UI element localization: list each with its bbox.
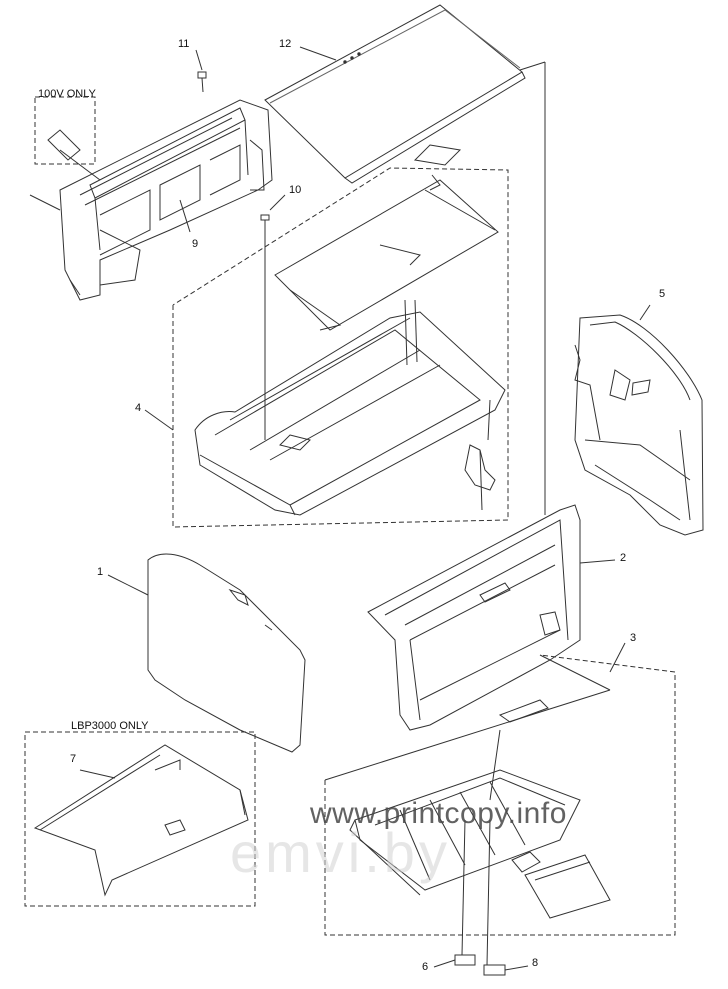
part-7-output-tray xyxy=(33,744,249,897)
watermark-primary: www.printcopy.info xyxy=(310,797,567,830)
part-1-front-cover xyxy=(107,553,306,753)
part-5-side-cover xyxy=(574,304,704,536)
note-box-100v xyxy=(29,96,101,211)
part-9-rear-frame xyxy=(59,99,273,301)
label-part-7: 7 xyxy=(70,753,77,765)
part-12-top-cover xyxy=(264,4,526,184)
part-2-front-frame xyxy=(367,504,616,731)
part-11-screw xyxy=(195,49,207,93)
label-part-11: 11 xyxy=(178,38,190,50)
note-box-lbp3000 xyxy=(24,731,256,907)
part-4-upper-assembly xyxy=(172,144,509,528)
label-part-12: 12 xyxy=(279,38,292,50)
label-part-9: 9 xyxy=(192,238,199,250)
label-part-1: 1 xyxy=(97,566,104,578)
label-part-5: 5 xyxy=(659,288,666,300)
label-part-2: 2 xyxy=(620,552,627,564)
leader-4 xyxy=(144,409,174,431)
note-lbp3000-only: LBP3000 ONLY xyxy=(71,720,149,732)
label-part-10: 10 xyxy=(289,184,302,196)
watermark-secondary: emvi.by xyxy=(230,821,451,884)
label-part-3: 3 xyxy=(630,632,637,644)
label-part-8: 8 xyxy=(532,957,539,969)
part-3-lower-assembly xyxy=(324,642,676,976)
label-part-4: 4 xyxy=(135,402,142,414)
label-part-6: 6 xyxy=(422,961,429,973)
note-100v-only: 100V ONLY xyxy=(38,88,96,100)
